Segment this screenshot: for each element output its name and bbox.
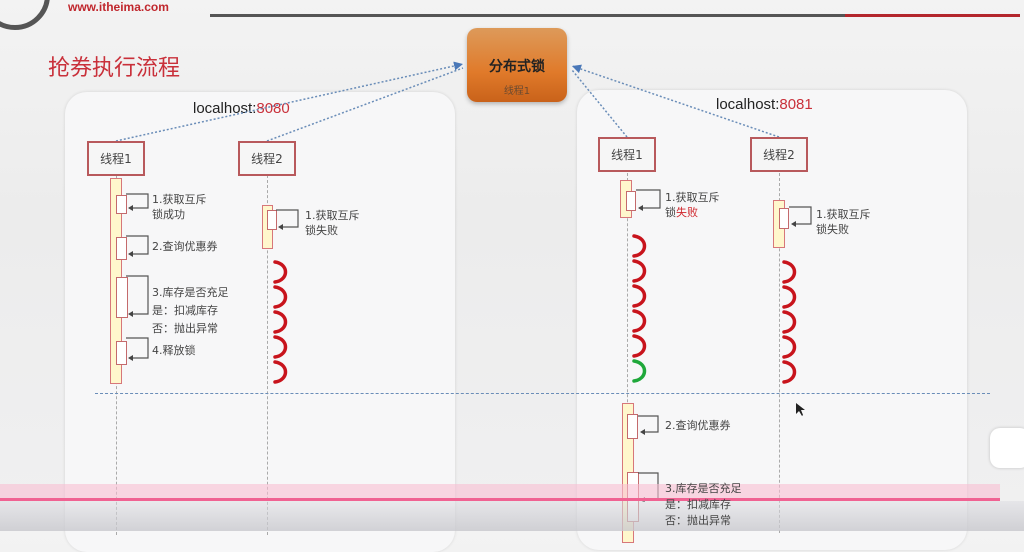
arrow-8080-thread2: [266, 67, 464, 142]
lock-title: 分布式锁: [489, 59, 545, 75]
header-divider-accent: [845, 14, 1020, 17]
activation-step: [626, 191, 636, 211]
danmaku-density-band: [0, 484, 1000, 500]
player-controls: [0, 501, 1024, 531]
site-url: www.itheima.com: [68, 0, 169, 14]
activation-step: [116, 237, 127, 260]
distributed-lock: 分布式锁 线程1: [467, 28, 567, 102]
retry-spin-icon: [273, 310, 288, 334]
retry-spin-icon: [782, 285, 797, 309]
step-label: 3.库存是否充足是：扣减库存否：抛出异常: [665, 482, 742, 527]
slide-title: 抢券执行流程: [48, 56, 181, 81]
thread-box-8081-1: 线程1: [598, 137, 656, 172]
retry-spin-icon: [782, 260, 797, 284]
retry-spin-icon: [632, 259, 647, 283]
step-label: 3.库存是否充足是：扣减库存否：抛出异常: [152, 286, 229, 335]
retry-spin-icon: [632, 359, 647, 383]
activation-step: [116, 341, 127, 365]
thread-box-8081-2: 线程2: [750, 137, 808, 172]
thread-box-8080-2: 线程2: [238, 141, 296, 176]
retry-spin-icon: [782, 310, 797, 334]
step-label: 1.获取互斥锁成功: [152, 193, 207, 221]
step-label: 1.获取互斥锁失败: [305, 209, 360, 237]
retry-spin-icon: [782, 335, 797, 359]
activation-step: [267, 210, 277, 230]
video-progress-bar[interactable]: [0, 498, 1000, 501]
retry-spin-icon: [632, 334, 647, 358]
retry-spin-icon: [273, 335, 288, 359]
step-label: 4.释放锁: [152, 344, 196, 357]
retry-spin-icon: [632, 234, 647, 258]
lifeline: [627, 173, 628, 533]
header-divider: [210, 14, 1020, 17]
retry-spin-icon: [782, 360, 797, 384]
activation-step: [779, 208, 789, 229]
arrow-8081-thread2: [571, 64, 780, 138]
retry-spin-icon: [632, 284, 647, 308]
self-call-arrows: [126, 193, 149, 361]
lock-holder: 线程1: [503, 86, 531, 97]
arrow-8080-thread1: [115, 61, 464, 142]
self-call-arrow: [789, 206, 812, 227]
retry-spin-icon: [273, 285, 288, 309]
arrow-8081-thread1: [571, 69, 628, 138]
retry-spin-icon: [273, 260, 288, 284]
self-call-arrow: [276, 209, 299, 230]
step-label: 1.获取互斥锁失败: [816, 208, 871, 236]
activation-step: [116, 277, 128, 318]
step-label: 1.获取互斥锁失败: [665, 191, 720, 219]
retry-spin-icon: [632, 309, 647, 333]
activation-step: [116, 195, 127, 214]
mouse-cursor-icon: [796, 403, 805, 416]
server-host-8081: localhost:8081: [716, 96, 813, 113]
lifeline: [779, 173, 780, 533]
time-divider: [95, 393, 990, 394]
activation-step: [627, 414, 638, 439]
step-label: 2.查询优惠券: [665, 419, 731, 432]
side-panel-button[interactable]: [990, 428, 1024, 468]
retry-spin-icon: [273, 360, 288, 384]
lifeline: [267, 175, 268, 535]
thread-box-8080-1: 线程1: [87, 141, 145, 176]
self-call-arrow: [636, 189, 661, 211]
lock-request-arrows: [115, 61, 797, 384]
step-label: 2.查询优惠券: [152, 240, 218, 253]
